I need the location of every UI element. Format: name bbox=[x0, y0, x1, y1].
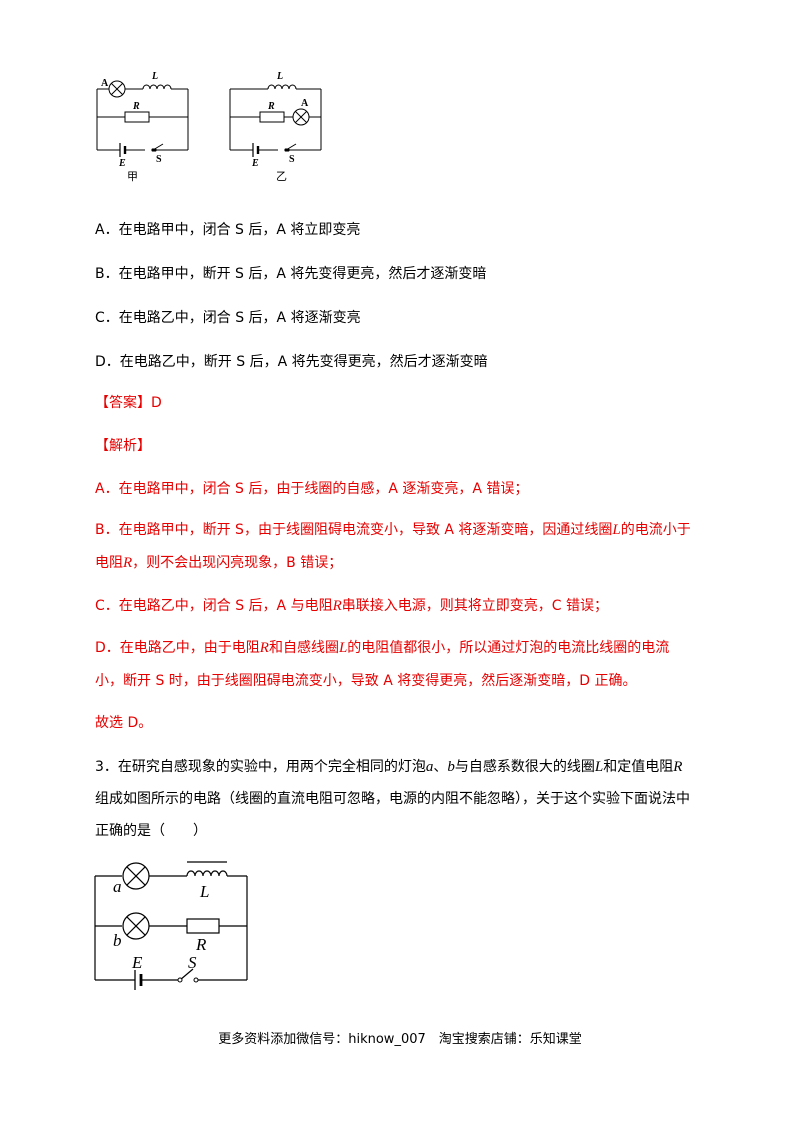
q3-l1-L: L bbox=[594, 759, 604, 775]
question3-line3: 正确的是（ ） bbox=[95, 823, 207, 839]
option-a: A．在电路甲中，闭合 S 后，A 将立即变亮 bbox=[95, 222, 361, 238]
jia-switch-label: S bbox=[156, 154, 162, 165]
q3-switch-label: S bbox=[188, 953, 197, 972]
question3-line2: 组成如图所示的电路（线圈的直流电阻可忽略，电源的内阻不能忽略），关于这个实验下面… bbox=[95, 791, 690, 807]
analysis-d-line2: 小，断开 S 时，由于线圈阻碍电流变小，导致 A 将变得更亮，然后逐渐变暗，D … bbox=[95, 673, 637, 689]
analysis-b1-pre: B．在电路甲中，断开 S，由于线圈阻碍电流变小，导致 A 将逐渐变暗，因通过线圈 bbox=[95, 522, 613, 538]
yi-resistor-label: R bbox=[267, 101, 275, 112]
jia-resistor-label: R bbox=[132, 101, 140, 112]
q3-l1-b: b bbox=[447, 759, 455, 775]
page-footer: 更多资料添加微信号：hiknow_007 淘宝搜索店铺：乐知课堂 bbox=[218, 1032, 582, 1047]
q3-lamp-b-label: b bbox=[113, 931, 122, 950]
circuit-diagram-yi: L R A E S 乙 bbox=[229, 71, 322, 183]
circuit-diagram-jia: A L R E S 甲 bbox=[96, 71, 189, 183]
answer-value: D bbox=[151, 395, 162, 411]
analysis-b2-pre: 电阻 bbox=[95, 555, 123, 571]
q3-lamp-a-label: a bbox=[113, 877, 122, 896]
option-b: B．在电路甲中，断开 S 后，A 将先变得更亮，然后才逐渐变暗 bbox=[95, 266, 487, 282]
analysis-d1-var1: R bbox=[259, 640, 269, 656]
analysis-c-pre: C．在电路乙中，闭合 S 后，A 与电阻 bbox=[95, 598, 333, 614]
q3-l1-a: a bbox=[425, 759, 434, 775]
q3-battery-label: E bbox=[131, 953, 143, 972]
analysis-c-post: 串联接入电源，则其将立即变亮，C 错误； bbox=[341, 598, 608, 614]
q3-l1-pre: 3．在研究自感现象的实验中，用两个完全相同的灯泡 bbox=[95, 759, 426, 775]
analysis-c: C．在电路乙中，闭合 S 后，A 与电阻R串联接入电源，则其将立即变亮，C 错误… bbox=[95, 596, 608, 616]
jia-caption: 甲 bbox=[127, 170, 138, 183]
option-c: C．在电路乙中，闭合 S 后，A 将逐渐变亮 bbox=[95, 310, 361, 326]
yi-switch-label: S bbox=[289, 154, 295, 165]
q3-inductor-label: L bbox=[199, 882, 209, 901]
yi-inductor-label: L bbox=[276, 71, 283, 82]
analysis-b1-var: L bbox=[612, 522, 621, 538]
analysis-b1-post: 的电流小于 bbox=[620, 522, 691, 538]
analysis-d-line1: D．在电路乙中，由于电阻R和自感线圈L的电阻值都很小，所以通过灯泡的电流比线圈的… bbox=[95, 638, 669, 658]
analysis-label: 【解析】 bbox=[95, 438, 151, 454]
analysis-b2-post: ，则不会出现闪亮现象，B 错误； bbox=[132, 555, 343, 571]
jia-battery-label: E bbox=[118, 158, 126, 169]
yi-battery-label: E bbox=[251, 158, 259, 169]
analysis-d1-post: 的电阻值都很小，所以通过灯泡的电流比线圈的电流 bbox=[347, 640, 670, 656]
answer-label: 【答案】 bbox=[95, 395, 151, 411]
analysis-conclusion: 故选 D。 bbox=[95, 715, 153, 731]
option-d: D．在电路乙中，断开 S 后，A 将先变得更亮，然后才逐渐变暗 bbox=[95, 354, 488, 370]
q3-resistor-label: R bbox=[195, 935, 207, 954]
analysis-a: A．在电路甲中，闭合 S 后，由于线圈的自感，A 逐渐变亮，A 错误； bbox=[95, 481, 529, 497]
jia-lamp-label: A bbox=[101, 78, 109, 89]
answer-line: 【答案】D bbox=[95, 393, 162, 413]
analysis-c-var: R bbox=[332, 598, 342, 614]
q3-l1-mid: 与自感系数很大的线圈 bbox=[454, 759, 595, 775]
analysis-d1-var2: L bbox=[338, 640, 348, 656]
analysis-d1-mid: 和自感线圈 bbox=[268, 640, 339, 656]
question3-line1: 3．在研究自感现象的实验中，用两个完全相同的灯泡a、b与自感系数很大的线圈L和定… bbox=[95, 757, 682, 777]
yi-lamp-label: A bbox=[301, 98, 309, 109]
q3-l1-mid2: 和定值电阻 bbox=[603, 759, 674, 775]
analysis-b-line1: B．在电路甲中，断开 S，由于线圈阻碍电流变小，导致 A 将逐渐变暗，因通过线圈… bbox=[95, 520, 691, 540]
analysis-d1-pre: D．在电路乙中，由于电阻 bbox=[95, 640, 260, 656]
circuit-diagram-q3: a L b R E S bbox=[94, 861, 248, 990]
q3-l1-R: R bbox=[673, 759, 683, 775]
jia-inductor-label: L bbox=[151, 71, 158, 82]
q3-l1-sep: 、 bbox=[433, 759, 448, 775]
analysis-b-line2: 电阻R，则不会出现闪亮现象，B 错误； bbox=[95, 553, 342, 573]
analysis-b2-var: R bbox=[123, 555, 133, 571]
yi-caption: 乙 bbox=[276, 170, 287, 183]
